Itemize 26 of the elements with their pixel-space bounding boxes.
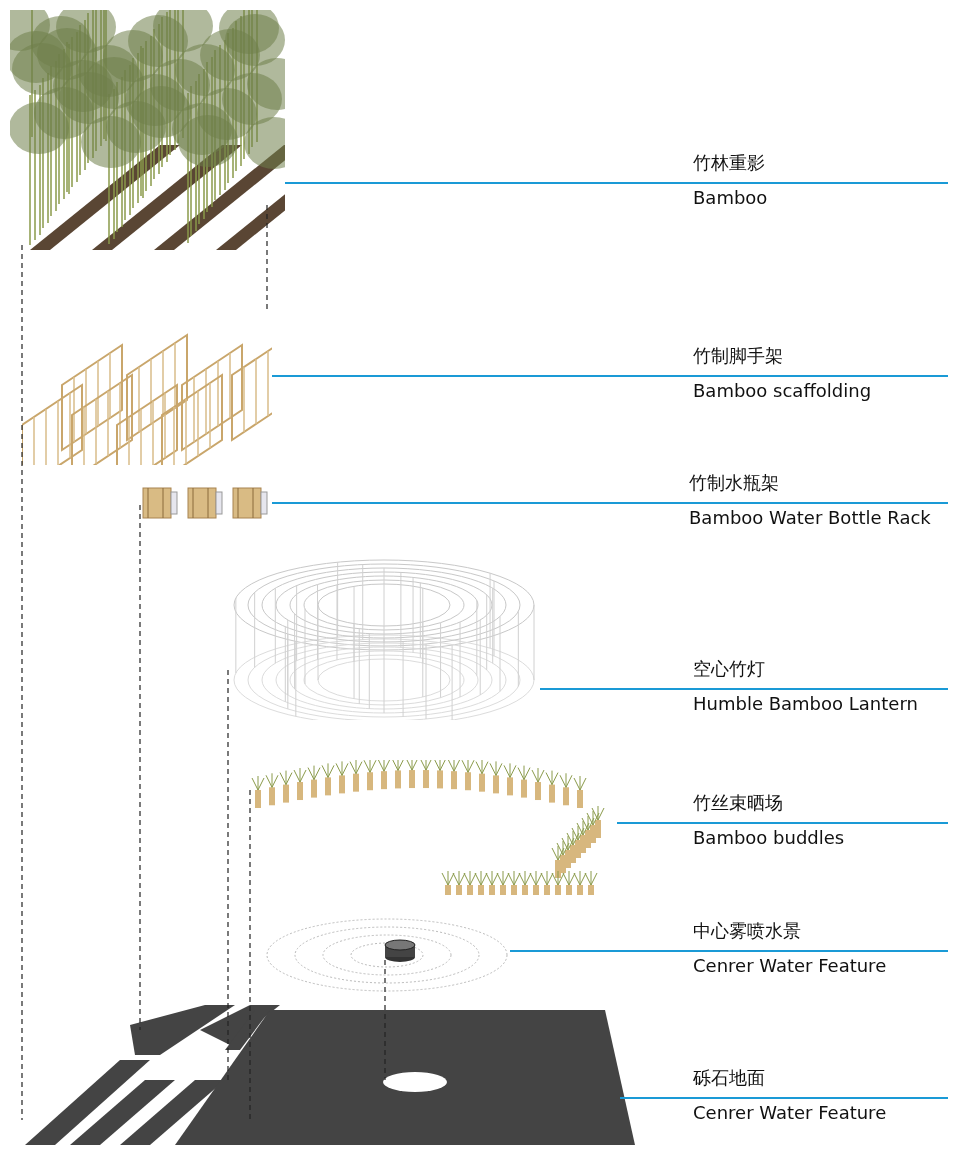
chinese-label: 空心竹灯 <box>693 657 765 681</box>
english-label: Bamboo Water Bottle Rack <box>689 507 931 528</box>
chinese-label: 竹制脚手架 <box>693 344 783 368</box>
projection-line <box>249 789 251 1121</box>
english-label: Cenrer Water Feature <box>693 1102 887 1123</box>
projection-line <box>139 504 141 1031</box>
chinese-label: 竹丝束晒场 <box>693 791 783 815</box>
leader-line <box>539 688 691 690</box>
leader-line <box>619 1097 691 1099</box>
english-label: Bamboo buddles <box>693 827 845 848</box>
projection-line <box>384 959 386 1081</box>
leader-line <box>284 182 691 184</box>
leader-line <box>271 502 687 504</box>
chinese-label: 竹制水瓶架 <box>689 471 779 495</box>
english-label: Bamboo <box>693 187 768 208</box>
chinese-label: 砾石地面 <box>693 1066 765 1090</box>
leader-line <box>509 950 691 952</box>
english-label: Humble Bamboo Lantern <box>693 693 918 714</box>
english-label: Bamboo scaffolding <box>693 380 872 401</box>
leader-line <box>616 822 691 824</box>
chinese-label: 竹林重影 <box>693 151 765 175</box>
leader-line <box>271 375 691 377</box>
english-label: Cenrer Water Feature <box>693 955 887 976</box>
projection-line <box>21 244 23 1121</box>
projection-line <box>227 669 229 1081</box>
chinese-label: 中心雾喷水景 <box>693 919 801 943</box>
